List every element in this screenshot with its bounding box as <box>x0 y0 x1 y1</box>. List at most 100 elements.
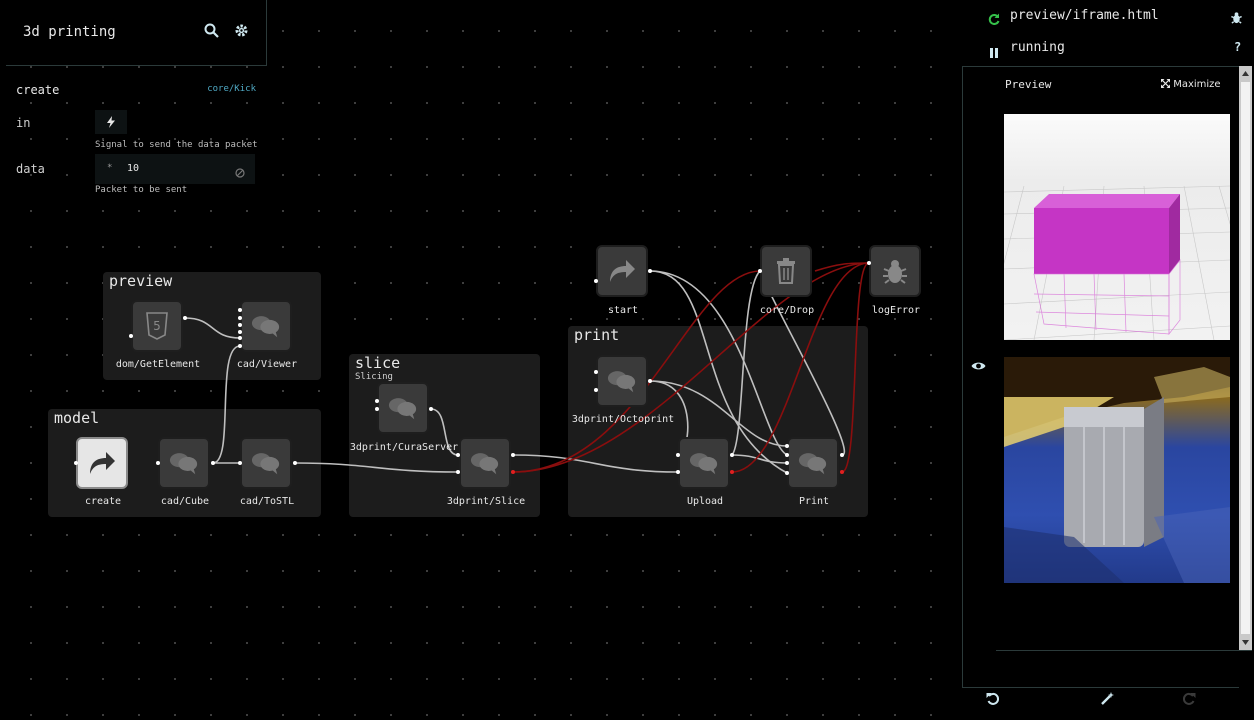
inspector-port-description: Packet to be sent <box>95 185 188 195</box>
send-signal-button[interactable] <box>95 110 127 134</box>
eye-icon[interactable] <box>971 356 986 375</box>
pause-icon[interactable] <box>990 43 999 62</box>
node-label: Upload <box>686 496 724 507</box>
inspector-component-link[interactable]: core/Kick <box>207 84 256 94</box>
preview-iframe[interactable]: Preview Maximize <box>962 66 1239 688</box>
port[interactable] <box>594 279 598 283</box>
bug-icon <box>880 256 910 286</box>
port[interactable] <box>238 323 242 327</box>
port[interactable] <box>730 453 734 457</box>
port[interactable] <box>456 453 460 457</box>
node-core-drop[interactable] <box>760 245 812 297</box>
node-cad-cube[interactable] <box>158 437 210 489</box>
node-label: cad/Viewer <box>236 359 298 370</box>
error-port[interactable] <box>840 470 844 474</box>
port[interactable] <box>375 399 379 403</box>
node-label: 3dprint/Octoprint <box>571 414 675 425</box>
port[interactable] <box>840 453 844 457</box>
gear-icon[interactable] <box>232 23 250 41</box>
maximize-button[interactable]: Maximize <box>1161 79 1221 90</box>
port[interactable] <box>785 461 789 465</box>
node-print[interactable] <box>787 437 839 489</box>
comments-icon <box>689 448 719 478</box>
runtime-status: running <box>1010 40 1065 55</box>
type-symbol: * <box>107 163 113 173</box>
refresh-icon[interactable] <box>988 10 1000 29</box>
port[interactable] <box>211 461 215 465</box>
node-label: 3dprint/Slice <box>446 496 526 507</box>
port[interactable] <box>293 461 297 465</box>
magic-wand-icon[interactable] <box>1100 692 1114 710</box>
port[interactable] <box>676 470 680 474</box>
port[interactable] <box>511 453 515 457</box>
port[interactable] <box>758 269 762 273</box>
port[interactable] <box>594 388 598 392</box>
scroll-up-icon[interactable] <box>1241 70 1250 77</box>
port[interactable] <box>129 334 133 338</box>
clear-icon[interactable] <box>235 163 245 182</box>
port[interactable] <box>238 316 242 320</box>
port[interactable] <box>456 470 460 474</box>
data-value[interactable]: 10 <box>127 163 140 174</box>
redo-icon[interactable] <box>1182 692 1196 710</box>
inspector-node-name: create <box>16 83 60 97</box>
node-3dprint-curaserver[interactable] <box>377 382 429 434</box>
node-cad-tostl[interactable] <box>240 437 292 489</box>
bolt-icon <box>107 116 115 128</box>
group-title: model <box>54 409 100 427</box>
group-slice[interactable]: slice Slicing <box>349 354 540 517</box>
scrollbar-thumb[interactable] <box>1241 82 1250 634</box>
runtime-file[interactable]: preview/iframe.html <box>1010 8 1159 23</box>
port[interactable] <box>156 461 160 465</box>
expand-icon <box>1161 79 1170 88</box>
bug-icon[interactable] <box>1230 9 1243 28</box>
comments-icon <box>251 311 281 341</box>
node-upload[interactable] <box>678 437 730 489</box>
graph-header: 3d printing <box>6 0 267 66</box>
port[interactable] <box>238 336 242 340</box>
port[interactable] <box>183 316 187 320</box>
port[interactable] <box>238 344 242 348</box>
error-port[interactable] <box>730 470 734 474</box>
scroll-corner <box>996 650 1252 651</box>
help-icon[interactable]: ? <box>1234 40 1242 54</box>
port[interactable] <box>867 261 871 265</box>
node-inspector: create core/Kick in Signal to send the d… <box>6 66 266 206</box>
node-dom-getelement[interactable]: 5 <box>131 300 183 352</box>
preview-scrollbar[interactable] <box>1239 66 1252 650</box>
node-label: Print <box>798 496 830 507</box>
node-3dprint-octoprint[interactable] <box>596 355 648 407</box>
group-description: Slicing <box>355 372 393 382</box>
port[interactable] <box>238 461 242 465</box>
search-icon[interactable] <box>202 23 220 41</box>
node-label: logError <box>871 305 921 316</box>
port[interactable] <box>648 269 652 273</box>
node-label: cad/ToSTL <box>239 496 295 507</box>
port[interactable] <box>74 461 78 465</box>
error-port[interactable] <box>511 470 515 474</box>
cad-viewer-render[interactable] <box>1004 114 1230 340</box>
node-label: cad/Cube <box>160 496 210 507</box>
scroll-down-icon[interactable] <box>1241 639 1250 646</box>
port[interactable] <box>238 330 242 334</box>
node-create[interactable] <box>76 437 128 489</box>
data-value-field[interactable]: * 10 <box>95 154 255 184</box>
html5-icon: 5 <box>142 311 172 341</box>
port[interactable] <box>676 453 680 457</box>
node-cad-viewer[interactable] <box>240 300 292 352</box>
node-3dprint-slice[interactable] <box>459 437 511 489</box>
port[interactable] <box>648 379 652 383</box>
preview-title: Preview <box>1005 78 1052 91</box>
port[interactable] <box>238 308 242 312</box>
reset-icon[interactable] <box>986 692 1000 710</box>
port[interactable] <box>785 453 789 457</box>
graph-title: 3d printing <box>23 24 116 40</box>
port[interactable] <box>785 471 789 475</box>
port[interactable] <box>785 444 789 448</box>
comments-icon <box>251 448 281 478</box>
port[interactable] <box>594 370 598 374</box>
node-logerror[interactable] <box>869 245 921 297</box>
port[interactable] <box>375 407 379 411</box>
port[interactable] <box>429 407 433 411</box>
node-start[interactable] <box>596 245 648 297</box>
